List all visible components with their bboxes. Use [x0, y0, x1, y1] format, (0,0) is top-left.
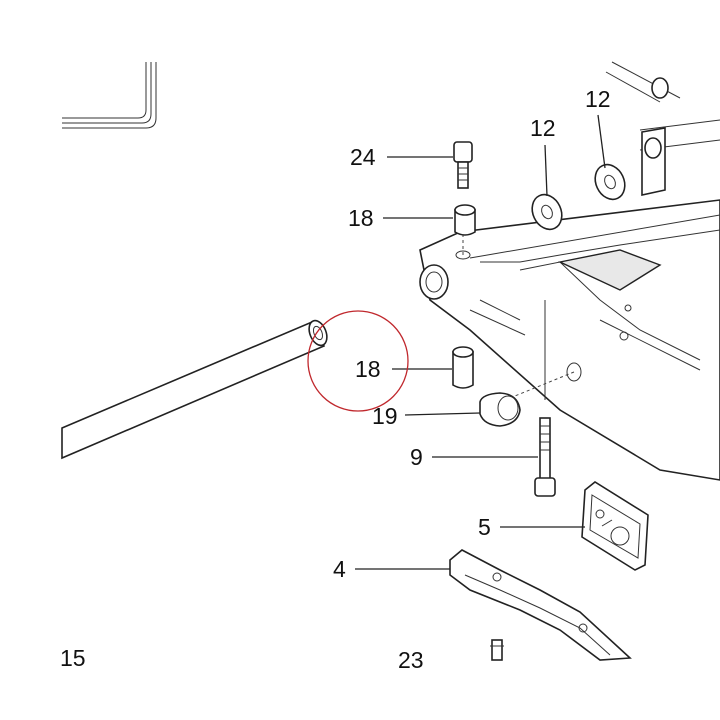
- callout-5: 5: [478, 514, 491, 540]
- callout-19: 19: [372, 403, 398, 429]
- callout-23: 23: [398, 647, 424, 673]
- bolt-9: [534, 417, 556, 497]
- swing-arm-body: [419, 61, 720, 481]
- callout-15: 15: [60, 645, 86, 671]
- bracket-4: [449, 549, 632, 661]
- washer-12-right: [594, 163, 626, 201]
- callout-4: 4: [333, 556, 346, 582]
- axle-shaft: [61, 319, 328, 460]
- callout-18-top: 18: [348, 205, 374, 231]
- callout-12-right: 12: [585, 86, 611, 112]
- plate-5: [581, 481, 649, 571]
- cap-19: [479, 392, 521, 427]
- bolt-24: [453, 141, 473, 189]
- highlight-circle: [307, 310, 409, 412]
- frame-corner: [62, 62, 157, 129]
- callout-12-left: 12: [530, 115, 556, 141]
- bushing-18-top: [454, 204, 476, 236]
- bushing-18-bottom: [452, 346, 474, 389]
- washer-12-left: [531, 193, 563, 231]
- callout-labels: 24 18 12 12 18 19 9 5 4 15 23: [60, 86, 611, 673]
- callout-9: 9: [410, 444, 423, 470]
- callout-24: 24: [350, 144, 376, 170]
- callout-18-bottom: 18: [355, 356, 381, 382]
- leader-lines: [355, 114, 606, 570]
- bolt-23-partial: [490, 639, 504, 661]
